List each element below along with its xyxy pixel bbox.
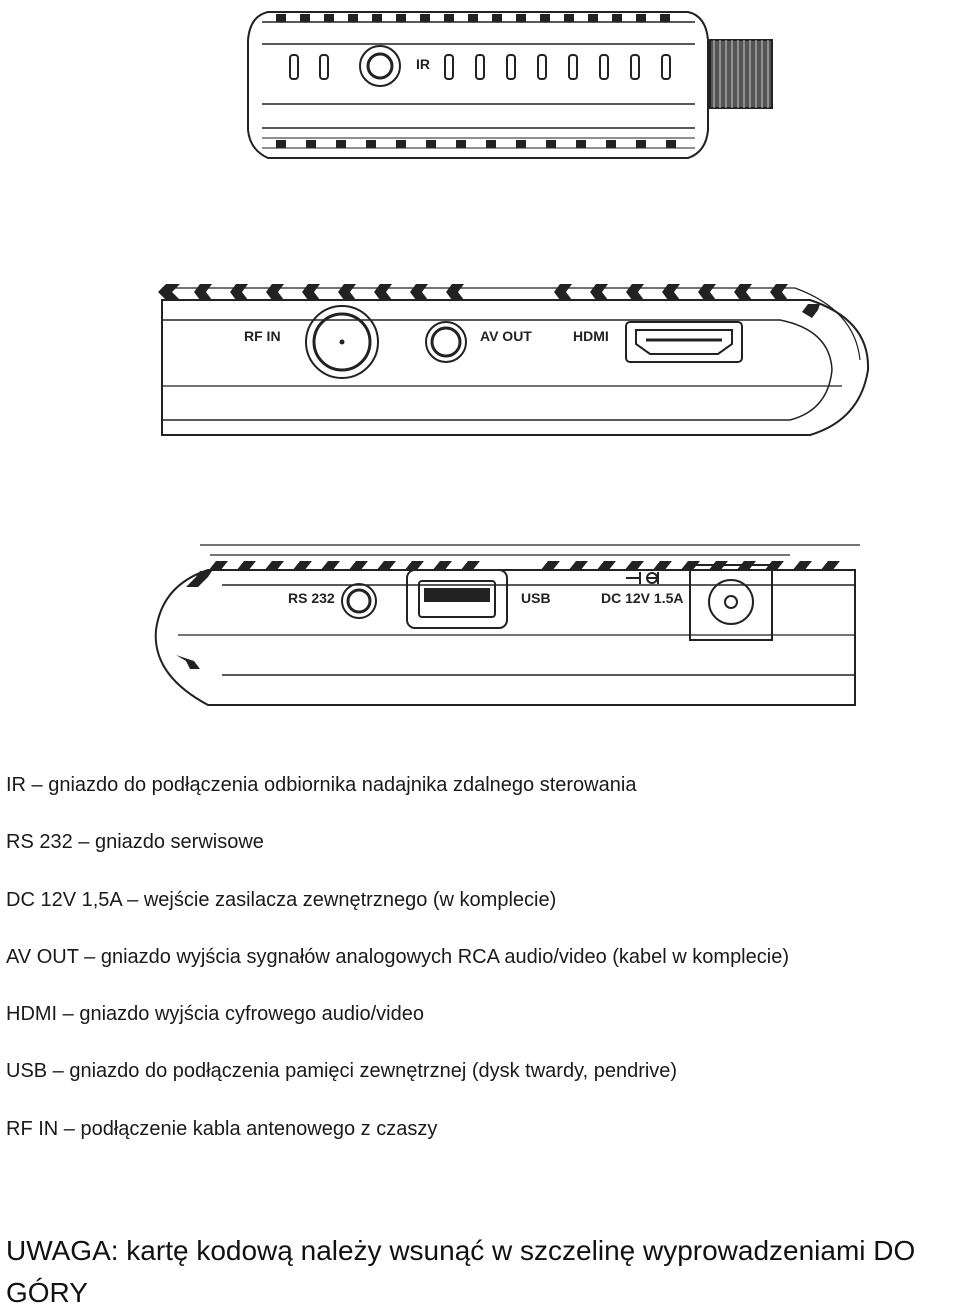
rear-vents [158, 284, 820, 318]
hdmi-port-icon [625, 321, 743, 363]
warning-note: UWAGA: kartę kodową należy wsunąć w szcz… [6, 1235, 916, 1308]
rs232-label: RS 232 [288, 590, 335, 606]
usb-label: USB [521, 590, 551, 606]
legend-item-usb: USB – gniazdo do podłączenia pamięci zew… [6, 1060, 678, 1083]
dc-label: DC 12V 1.5A [601, 590, 683, 606]
top-vents [276, 14, 676, 148]
rear-panel-diagram: RF IN AV OUT HDMI [158, 284, 870, 436]
f-connector-icon [709, 39, 773, 109]
ir-sensor-icon [359, 45, 401, 87]
side-vents [176, 561, 840, 669]
legend-item-av-out: AV OUT – gniazdo wyjścia sygnałów analog… [6, 945, 789, 968]
rf-in-label: RF IN [244, 328, 281, 344]
hdmi-label: HDMI [573, 328, 609, 344]
av-out-connector-icon [425, 321, 467, 363]
legend-item-rf-in: RF IN – podłączenie kabla antenowego z c… [6, 1117, 438, 1140]
usb-port-icon [406, 569, 508, 629]
top-slots [289, 54, 671, 80]
rf-in-connector-icon [305, 305, 379, 379]
rs232-port-icon [341, 583, 377, 619]
dc-polarity-icon [626, 572, 659, 584]
legend-item-rs232: RS 232 – gniazdo serwisowe [6, 831, 264, 854]
av-out-label: AV OUT [480, 328, 532, 344]
legend-item-dc: DC 12V 1,5A – wejście zasilacza zewnętrz… [6, 888, 557, 911]
legend-item-hdmi: HDMI – gniazdo wyjścia cyfrowego audio/v… [6, 1003, 424, 1026]
top-view-diagram: IR [247, 11, 773, 159]
dc-jack-icon [689, 564, 773, 641]
legend-item-ir: IR – gniazdo do podłączenia odbiornika n… [6, 774, 637, 796]
connector-legend: IR – gniazdo do podłączenia odbiornika n… [6, 770, 946, 1171]
ir-label: IR [416, 56, 430, 72]
side-panel-diagram: RS 232 USB DC 12V 1.5A [154, 544, 860, 706]
